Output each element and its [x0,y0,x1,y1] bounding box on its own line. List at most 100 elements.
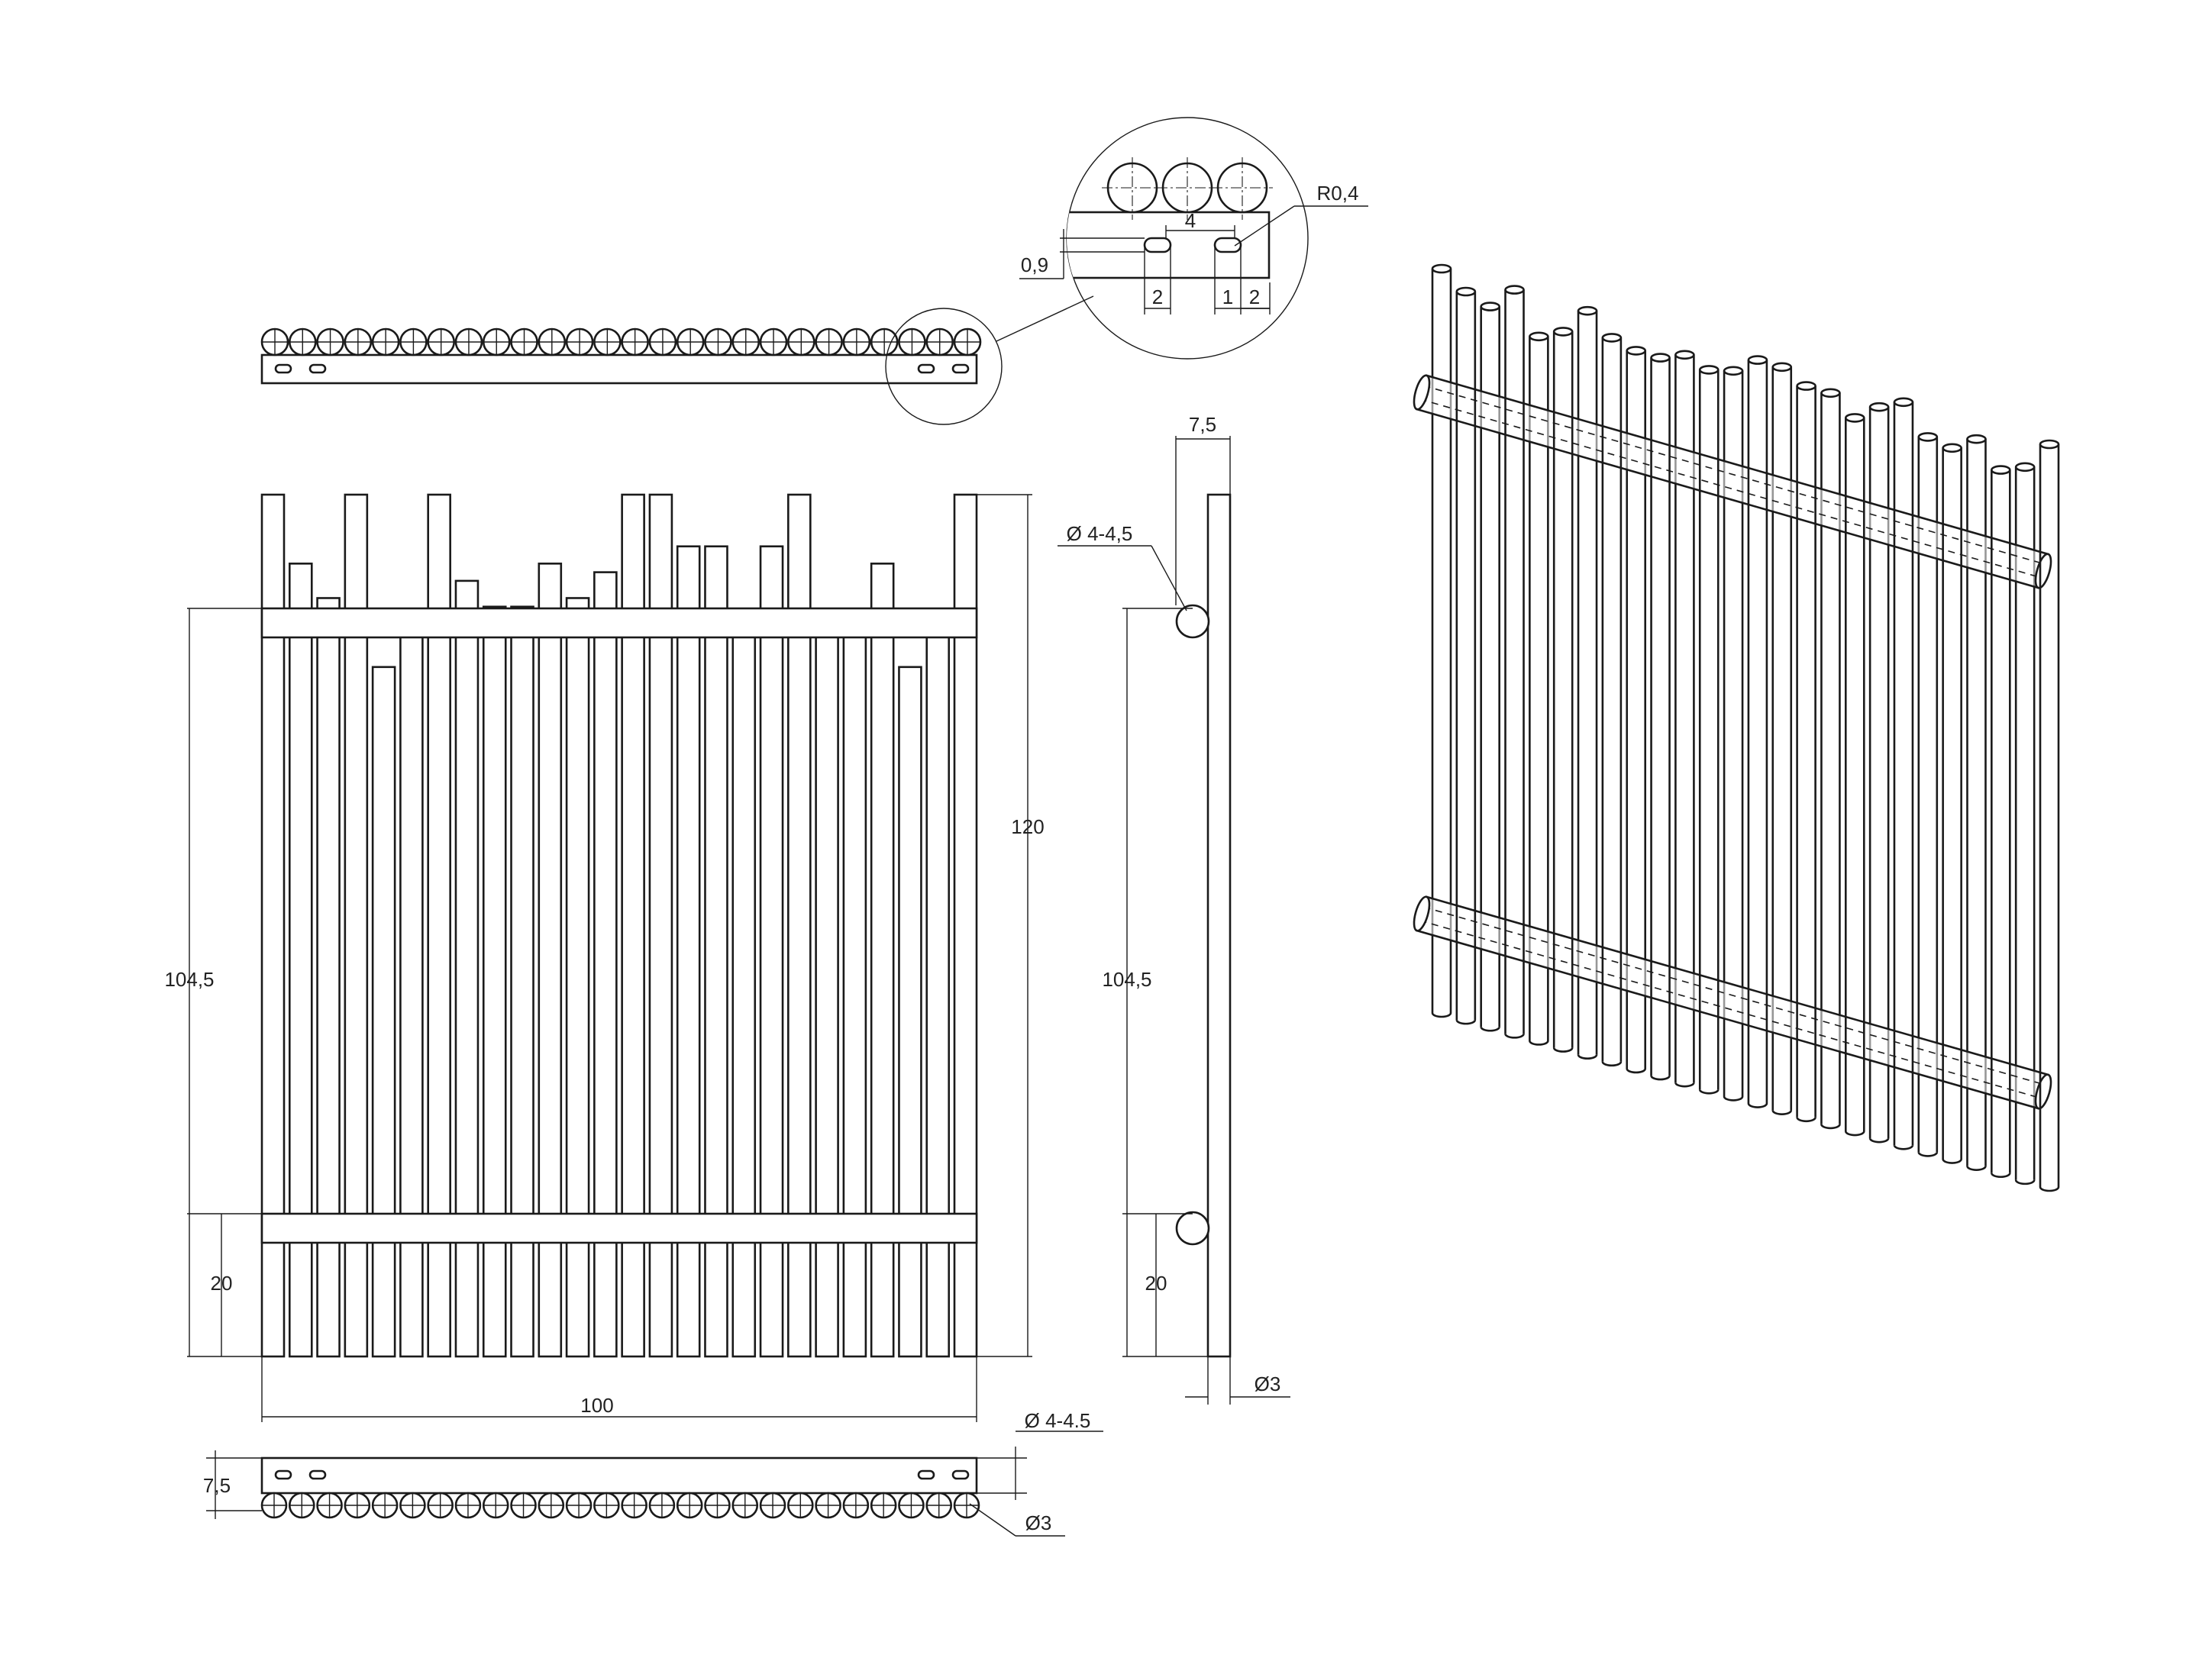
iso-picket-top [2039,439,2060,450]
top-view-upper [260,295,1094,425]
dim-side-depth: 7,5 [1189,413,1216,436]
side-view: 7,5 Ø 4-4,5 104,5 20 Ø3 [1058,413,1290,1405]
iso-picket-top [2014,462,2036,473]
iso-bottom-rail-end [1413,895,1431,932]
dim-plan-depth: 7,5 [203,1474,231,1497]
slots-lower [274,1469,970,1480]
dim-spacing: 4 [1185,209,1196,232]
detail-leader [996,295,1094,342]
iso-rails [1413,374,2052,1110]
bottom-rail-section [1175,1211,1210,1246]
iso-picket-top [1893,397,1914,408]
dim-width: 100 [580,1394,613,1417]
front-picket [815,614,839,1358]
iso-picket-top [1796,381,1816,391]
iso-picket-bottom [1626,1068,1647,1074]
front-picket [510,605,534,1358]
iso-picket-bottom [1917,1152,1939,1157]
iso-picket-bottom [1893,1144,1914,1150]
iso-picket-bottom [1431,1012,1452,1018]
iso-front-pickets [1455,285,2060,1192]
iso-picket-top [1747,355,1768,365]
top-rail [260,607,978,639]
dim-side-bottom-rail-height: 20 [1145,1272,1167,1295]
iso-picket-bottom [1966,1166,1987,1171]
iso-picket-top [1577,305,1598,316]
iso-bottom-rail-hidden-line [1423,906,2046,1085]
iso-picket-bottom [1601,1061,1623,1067]
iso-picket-bottom [1868,1137,1890,1144]
iso-picket-top [1771,362,1793,373]
iso-picket-top [1504,285,1525,295]
slot [308,1469,327,1480]
iso-picket-bottom [2039,1186,2060,1192]
iso-picket-top [1480,302,1500,311]
top-view-lower: 7,5 Ø 4-4.5 Ø3 [203,1409,1103,1537]
front-picket [842,631,867,1358]
detail-slot [1143,237,1172,253]
iso-picket-bottom [1747,1103,1768,1108]
iso-picket-top [1942,443,1962,453]
iso-top-rail-hidden-line [1423,385,2046,565]
dim-slot-length: 2 [1152,285,1163,308]
dim-total-height: 120 [1011,815,1044,838]
iso-picket-bottom [1991,1173,2011,1179]
slot [951,1469,970,1480]
slot [917,1469,935,1480]
iso-picket-top [1552,327,1574,337]
iso-picket-top [1844,413,1865,423]
dim-side-top-rail-height: 104,5 [1102,968,1151,991]
iso-picket-bottom [1820,1124,1841,1130]
front-picket [371,666,396,1358]
picket-circles-lower [260,1492,980,1519]
slot [951,363,970,374]
front-picket [399,614,424,1358]
iso-picket-bottom [1455,1019,1477,1025]
iso-picket-bottom [2014,1179,2036,1185]
slot [308,363,327,374]
iso-top-rail [1416,374,2049,589]
dim-side-rail-diameter: Ø 4-4,5 [1067,522,1133,545]
dim-gap: 1 [1222,285,1233,308]
iso-picket-bottom [1552,1047,1574,1053]
rail-plan-upper [260,353,978,385]
iso-picket-top [1431,263,1452,274]
slot [274,1469,292,1480]
front-picket [925,623,951,1358]
front-view: 104,5 20 120 100 [164,493,1045,1422]
iso-picket-top [1917,432,1939,442]
iso-picket-top [1698,365,1720,375]
iso-picket-top [1966,434,1987,444]
iso-picket-top [1601,333,1623,343]
slots-upper [274,363,970,374]
iso-bottom-rail [1416,895,2049,1110]
iso-picket-top [1455,286,1477,297]
iso-picket-bottom [1844,1131,1865,1137]
iso-picket-bottom [1504,1034,1525,1039]
iso-picket-bottom [1480,1026,1500,1032]
side-picket [1206,493,1232,1358]
iso-picket-top [1529,331,1549,342]
front-picket [898,666,922,1358]
picket-circles-upper [260,327,982,356]
iso-picket-top [1674,350,1695,360]
iso-picket-bottom [1698,1089,1720,1095]
dim-plan-rail-diameter: Ø 4-4.5 [1025,1409,1091,1432]
iso-picket-top [1991,465,2011,475]
iso-picket-bottom [1796,1117,1816,1123]
front-picket [482,605,507,1358]
iso-picket-top [1723,366,1744,376]
dim-side-picket-diameter: Ø3 [1255,1373,1281,1395]
iso-top-rail-hidden-line [1419,398,2042,579]
iso-picket-bottom [1529,1040,1549,1046]
iso-picket-bottom [1577,1054,1598,1060]
iso-picket-top [1820,388,1841,398]
iso-bottom-rail-hidden-line [1419,920,2042,1099]
front-picket [731,623,757,1358]
iso-picket-top [1626,346,1647,356]
bottom-rail [260,1212,978,1244]
dim-offset: 0,9 [1021,253,1048,276]
dim-bottom-rail-height: 20 [211,1272,233,1295]
dim-slot-length-2: 2 [1249,285,1260,308]
